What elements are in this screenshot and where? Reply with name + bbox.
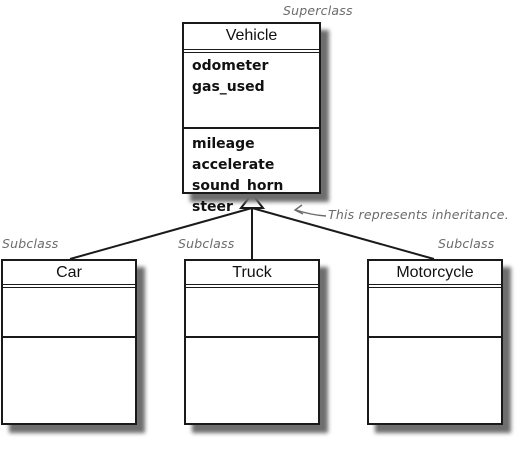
motorcycle-operations — [369, 338, 501, 341]
motorcycle-attributes — [369, 288, 501, 336]
annotation-arrow — [295, 209, 327, 217]
subclass-label-truck: Subclass — [178, 236, 235, 251]
truck-operations — [186, 338, 318, 341]
truck-divider — [186, 336, 318, 338]
motorcycle-divider — [369, 336, 501, 338]
car-class-name: Car — [3, 261, 135, 288]
annotation-arrowhead — [293, 204, 304, 215]
operation-item: mileage — [192, 136, 255, 152]
operation-item: steer — [192, 199, 233, 215]
operation-item: sound_horn — [192, 178, 284, 194]
car-attributes — [3, 288, 135, 336]
vehicle-class-box: Vehicle odometer gas_used mileage accele… — [182, 22, 321, 215]
truck-class-box: Truck — [184, 259, 320, 425]
motorcycle-class-name: Motorcycle — [369, 261, 501, 288]
vehicle-attributes: odometer gas_used — [184, 53, 319, 127]
vehicle-divider — [184, 127, 319, 129]
car-class-box: Car — [1, 259, 137, 425]
inheritance-line-motorcycle — [251, 207, 435, 260]
subclass-label-motorcycle: Subclass — [438, 236, 495, 251]
truck-class-name: Truck — [186, 261, 318, 288]
attribute-item: gas_used — [192, 79, 265, 95]
vehicle-class-name: Vehicle — [184, 24, 319, 53]
vehicle-operations: mileage accelerate sound_horn steer — [184, 129, 319, 218]
operation-item: accelerate — [192, 157, 275, 173]
truck-attributes — [186, 288, 318, 336]
inheritance-annotation: This represents inheritance. — [328, 207, 509, 222]
car-operations — [3, 338, 135, 341]
motorcycle-class-box: Motorcycle — [367, 259, 503, 425]
car-divider — [3, 336, 135, 338]
attribute-item: odometer — [192, 58, 269, 74]
inheritance-line-car — [69, 207, 253, 260]
subclass-label-car: Subclass — [2, 236, 59, 251]
inheritance-arrowhead — [238, 192, 266, 209]
superclass-label: Superclass — [283, 3, 353, 18]
